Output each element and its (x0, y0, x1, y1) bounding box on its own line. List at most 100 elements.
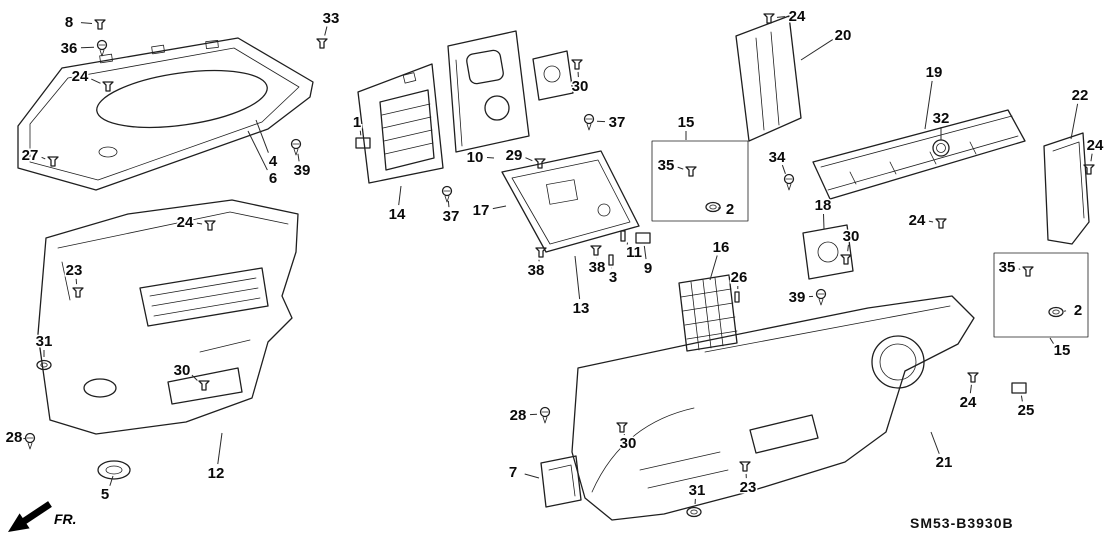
callout-28: 28 (510, 407, 527, 424)
callout-23: 23 (740, 479, 757, 496)
callout-32: 32 (933, 110, 950, 127)
part-drawing-side-panel (447, 30, 530, 153)
clip-fastener-icon (1083, 164, 1095, 175)
front-direction-label: FR. (54, 511, 77, 527)
screw-fastener-icon (290, 138, 302, 156)
callout-24: 24 (789, 8, 806, 25)
callout-30: 30 (843, 228, 860, 245)
clip-fastener-icon (198, 380, 210, 391)
callout-26: 26 (731, 269, 748, 286)
callout-30: 30 (572, 78, 589, 95)
part-drawing-pillar-garnish-upper (735, 15, 802, 142)
callout-19: 19 (926, 64, 943, 81)
callout-31: 31 (689, 482, 706, 499)
callout-3: 3 (609, 269, 617, 286)
clip-fastener-icon (316, 38, 328, 49)
callout-27: 27 (22, 147, 39, 164)
callout-24: 24 (177, 214, 194, 231)
part-drawing-side-lining (501, 150, 640, 253)
clip-fastener-icon (967, 372, 979, 383)
pin-fastener-icon (734, 291, 740, 303)
callout-35: 35 (999, 259, 1016, 276)
clip-fastener-icon (616, 422, 628, 433)
grommet-fastener-icon (705, 201, 721, 213)
part-drawing-left-quarter-trim (37, 199, 299, 435)
diagram-code: SM53-B3930B (910, 515, 1014, 531)
clip-fastener-icon (72, 287, 84, 298)
part-drawing-sill-garnish (812, 109, 1026, 200)
callout-24: 24 (909, 212, 926, 229)
clip-fastener-icon (840, 254, 852, 265)
callout-9: 9 (644, 260, 652, 277)
bracket-fastener-icon (635, 232, 651, 244)
callout-12: 12 (208, 465, 225, 482)
callout-25: 25 (1018, 402, 1035, 419)
screw-fastener-icon (583, 113, 595, 131)
callout-35: 35 (658, 157, 675, 174)
screw-fastener-icon (815, 288, 827, 306)
part-drawing-lid-bracket (802, 224, 854, 280)
clip-fastener-icon (935, 218, 947, 229)
bracket-fastener-icon (1011, 382, 1027, 394)
screw-fastener-icon (441, 185, 453, 203)
callout-21: 21 (936, 454, 953, 471)
pin-fastener-icon (620, 230, 626, 242)
callout-1: 1 (353, 114, 361, 131)
group-box-15-left (651, 140, 749, 222)
callout-30: 30 (620, 435, 637, 452)
part-drawing-small-bracket (532, 50, 574, 101)
bracket-fastener-icon (355, 137, 371, 149)
callout-2: 2 (726, 201, 734, 218)
callout-4: 4 (269, 153, 278, 170)
clip-fastener-icon (590, 245, 602, 256)
callout-24: 24 (72, 68, 89, 85)
callout-29: 29 (506, 147, 523, 164)
part-drawing-right-quarter-trim (571, 295, 975, 521)
callout-39: 39 (294, 162, 311, 179)
clip-fastener-icon (1022, 266, 1034, 277)
callout-37: 37 (609, 114, 626, 131)
callout-36: 36 (61, 40, 78, 57)
callout-18: 18 (815, 197, 832, 214)
part-drawing-vent-panel (357, 63, 444, 184)
screw-fastener-icon (783, 173, 795, 191)
screw-fastener-icon (96, 39, 108, 57)
clip-fastener-icon (102, 81, 114, 92)
callout-38: 38 (528, 262, 545, 279)
callout-5: 5 (101, 486, 109, 503)
parts-line-art (8, 15, 1090, 532)
callout-13: 13 (573, 300, 590, 317)
callout-10: 10 (467, 149, 484, 166)
cap-fastener-icon (932, 139, 950, 157)
callout-2: 2 (1074, 302, 1082, 319)
screw-fastener-icon (24, 432, 36, 450)
clip-fastener-icon (763, 13, 775, 24)
callout-24: 24 (960, 394, 977, 411)
callout-17: 17 (473, 202, 490, 219)
callout-6: 6 (269, 170, 277, 187)
part-drawing-pillar-garnish-right (1043, 132, 1090, 245)
callout-8: 8 (65, 14, 73, 31)
clip-fastener-icon (739, 461, 751, 472)
pin-fastener-icon (608, 254, 614, 266)
clip-fastener-icon (47, 156, 59, 167)
callout-38: 38 (589, 259, 606, 276)
front-direction-arrow (8, 501, 52, 532)
callout-34: 34 (769, 149, 786, 166)
clip-fastener-icon (94, 19, 106, 30)
part-drawing-grommet-5 (97, 460, 131, 480)
callout-7: 7 (509, 464, 517, 481)
callout-11: 11 (626, 244, 642, 261)
callout-14: 14 (389, 206, 406, 223)
clip-fastener-icon (535, 247, 547, 258)
callout-31: 31 (36, 333, 53, 350)
clip-fastener-icon (534, 158, 546, 169)
grommet-fastener-icon (686, 506, 702, 518)
callout-20: 20 (835, 27, 852, 44)
grommet-fastener-icon (1048, 306, 1064, 318)
part-drawing-vent-grille (678, 274, 738, 352)
part-drawing-rear-shelf (17, 37, 314, 191)
callout-16: 16 (713, 239, 730, 256)
